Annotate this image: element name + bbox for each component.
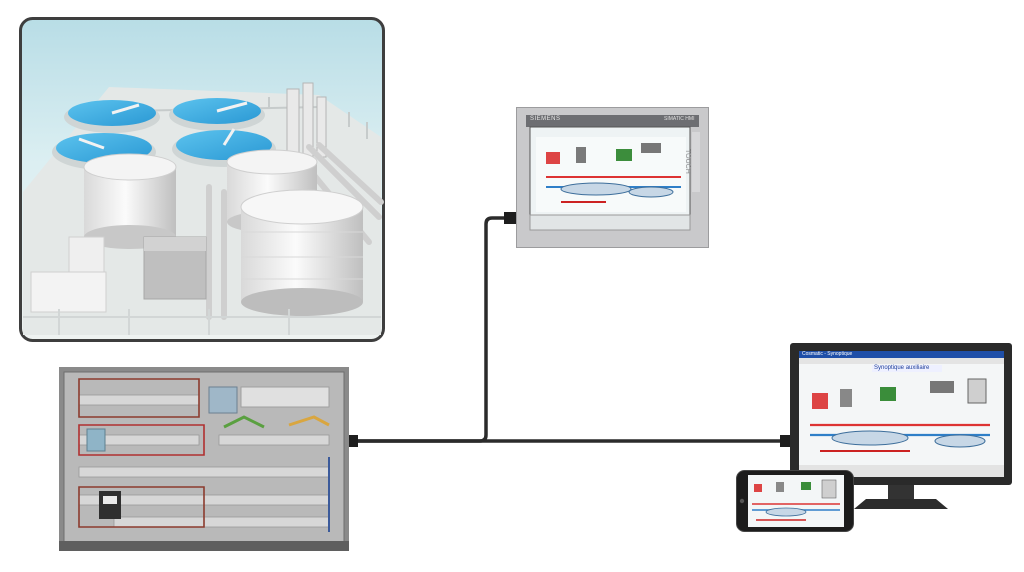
water-plant-illustration xyxy=(19,17,385,342)
hmi-brand-label: SIEMENS xyxy=(530,116,561,122)
smartphone-icon xyxy=(736,470,854,532)
monitor-screen-title: Synoptique auxiliaire xyxy=(874,365,930,371)
control-cabinet-icon xyxy=(59,367,349,551)
cabinet-connector xyxy=(346,435,358,447)
monitor-connector xyxy=(780,435,792,447)
hmi-model-label: SIMATIC HMI xyxy=(664,116,695,122)
hmi-touch-panel-icon: SIEMENS SIMATIC HMI TOUCH xyxy=(516,107,709,248)
monitor-window-title: Cosmatic - Synoptique xyxy=(802,351,853,357)
hmi-side-label: TOUCH xyxy=(684,149,691,174)
hmi-connector xyxy=(504,212,516,224)
